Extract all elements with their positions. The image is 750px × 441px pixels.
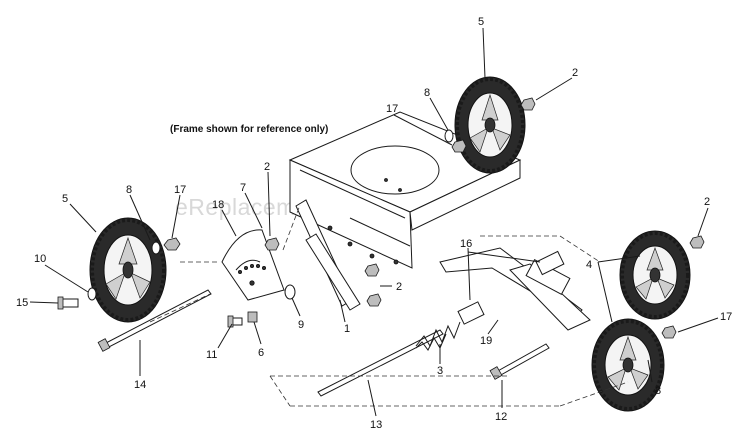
callout-18: 18 bbox=[212, 199, 224, 211]
spring bbox=[415, 321, 461, 351]
callout-11: 11 bbox=[206, 349, 217, 361]
callout-13: 13 bbox=[370, 419, 382, 431]
height-arm bbox=[295, 199, 361, 311]
axle-front bbox=[97, 289, 212, 352]
callout-14: 14 bbox=[134, 379, 146, 391]
leader-lines bbox=[29, 27, 719, 417]
callout-1: 1 bbox=[344, 323, 350, 335]
callouts: 5 2 8 17 2 7 18 5 8 17 10 15 2 16 2 4 9 … bbox=[16, 16, 732, 431]
callout-7: 7 bbox=[240, 182, 246, 194]
wheel-rear-top bbox=[454, 76, 526, 174]
callout-17-top: 17 bbox=[386, 103, 398, 115]
callout-10: 10 bbox=[34, 253, 46, 265]
wheel-right-middle bbox=[619, 230, 691, 320]
callout-15: 15 bbox=[16, 297, 28, 309]
callout-4: 4 bbox=[586, 259, 592, 271]
callout-5-left: 5 bbox=[62, 193, 68, 205]
axle-rear bbox=[317, 329, 444, 397]
reference-lines bbox=[149, 204, 629, 407]
callout-2-right: 2 bbox=[704, 196, 710, 208]
frame-reference-note: (Frame shown for reference only) bbox=[170, 124, 328, 135]
height-adjust-plate bbox=[221, 229, 285, 301]
callout-17-left: 17 bbox=[174, 184, 186, 196]
callout-8-top: 8 bbox=[424, 87, 430, 99]
callout-3: 3 bbox=[437, 365, 443, 377]
wheel-right-bottom bbox=[591, 318, 665, 412]
callout-2-top-right: 2 bbox=[572, 67, 578, 79]
pin bbox=[489, 343, 550, 380]
callout-8-left: 8 bbox=[126, 184, 132, 196]
callout-8-right: 8 bbox=[655, 385, 661, 397]
callout-6: 6 bbox=[258, 347, 264, 359]
callout-9: 9 bbox=[298, 319, 304, 331]
callout-12: 12 bbox=[495, 411, 507, 423]
wheel-left bbox=[89, 217, 167, 323]
callout-2-middle: 2 bbox=[264, 161, 270, 173]
callout-2-lower-middle: 2 bbox=[396, 281, 402, 293]
pivot-bar bbox=[439, 247, 591, 331]
callout-17-right: 17 bbox=[720, 311, 732, 323]
callout-5-top: 5 bbox=[478, 16, 484, 28]
callout-19: 19 bbox=[480, 335, 492, 347]
hardware bbox=[57, 97, 705, 339]
callout-16: 16 bbox=[460, 238, 472, 250]
